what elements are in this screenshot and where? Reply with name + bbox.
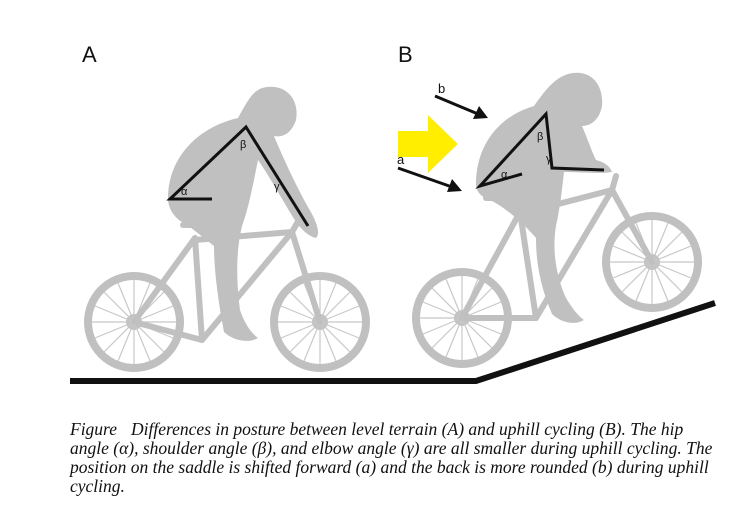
back-rounding-arrow xyxy=(434,94,488,119)
angle-lines-b xyxy=(475,110,605,189)
arrow-label-b: b xyxy=(438,81,445,96)
rider-level-terrain: α β γ xyxy=(88,86,366,368)
elbow-angle-label-a: γ xyxy=(274,181,280,193)
forward-shift-arrow xyxy=(398,115,458,173)
cycling-posture-figure: A α β γ B xyxy=(70,42,716,384)
hip-angle-label-b: α xyxy=(501,169,508,181)
rider-body-b xyxy=(476,72,612,323)
angle-lines-a xyxy=(166,124,310,227)
ground-line xyxy=(70,300,716,384)
panel-label-a: A xyxy=(82,42,97,67)
saddle-shift-arrow xyxy=(397,166,462,192)
arrow-label-a: a xyxy=(397,152,405,167)
hip-angle-label-a: α xyxy=(181,186,188,198)
elbow-angle-label-b: γ xyxy=(546,153,552,165)
caption-text: Differences in posture between level ter… xyxy=(70,419,713,496)
rider-body-a xyxy=(168,86,319,341)
rider-uphill: α β γ xyxy=(416,72,698,364)
caption-lead: Figure xyxy=(70,419,117,439)
shoulder-angle-label-a: β xyxy=(240,139,246,151)
panel-label-b: B xyxy=(398,42,413,67)
shoulder-angle-label-b: β xyxy=(537,131,543,143)
